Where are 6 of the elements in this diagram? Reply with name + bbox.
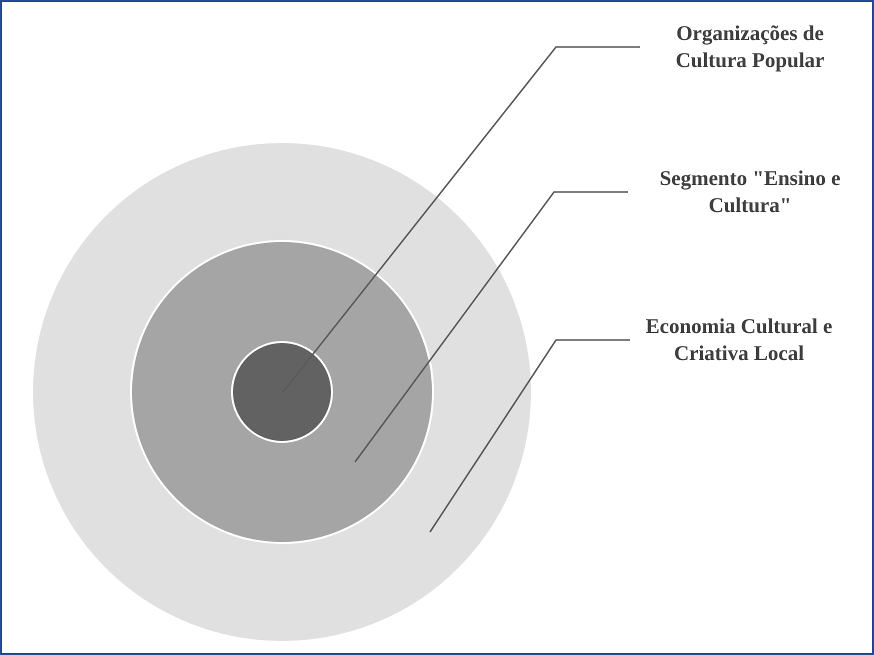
leader-line xyxy=(282,46,640,392)
ring-label: Economia Cultural e Criativa Local xyxy=(630,313,848,367)
ring-label: Organizações de Cultura Popular xyxy=(640,20,860,74)
leader-line xyxy=(354,191,628,462)
leader-line xyxy=(429,339,630,532)
ring-label: Segmento "Ensino e Cultura" xyxy=(628,165,872,219)
